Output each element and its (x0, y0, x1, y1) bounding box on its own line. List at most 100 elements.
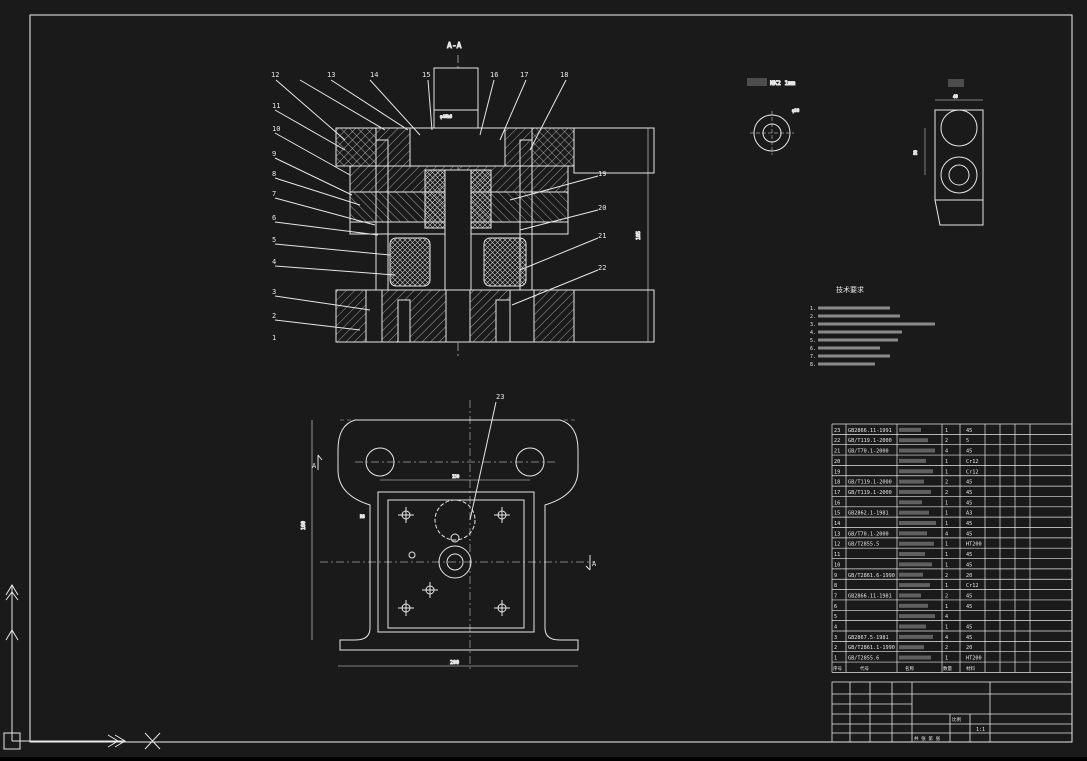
callout-labels: 12 13 14 15 16 17 18 11 10 9 8 7 6 5 4 3… (271, 71, 606, 401)
bom-cell-mat: 45 (966, 490, 972, 496)
callout-3: 3 (272, 288, 276, 296)
bom-header-no: 序号 (833, 665, 842, 672)
callout-21: 21 (598, 232, 606, 240)
bom-cell-no: 13 (834, 531, 840, 537)
bom-header: 序号代号名称数量材料 (833, 665, 975, 672)
bom-cell-qty: 1 (945, 656, 948, 662)
bom-cell-mat: 45 (966, 428, 972, 434)
bom-cell-mat: 45 (966, 552, 972, 558)
bom-cell-no: 8 (834, 583, 837, 589)
bom-cell-no: 17 (834, 490, 840, 496)
callout-4: 4 (272, 258, 276, 266)
bom-cell-code: GB2862.1-1981 (848, 511, 889, 517)
bom-cell-qty: 2 (945, 645, 948, 651)
bom-cell-no: 12 (834, 542, 840, 548)
bom-cell-qty: 1 (945, 459, 948, 465)
callout-15: 15 (422, 71, 430, 79)
bom-cell-qty: 1 (945, 552, 948, 558)
bom-cell-qty: 1 (945, 500, 948, 506)
bom-name-cell (899, 510, 929, 515)
bom-name-cell (899, 427, 921, 432)
bom-name-cell (899, 531, 927, 536)
callout-14: 14 (370, 71, 378, 79)
svg-text:φ40h6: φ40h6 (440, 114, 453, 119)
callout-19: 19 (598, 170, 606, 178)
bom-cell-qty: 1 (945, 562, 948, 568)
tech-req-line: 5. (810, 338, 816, 344)
bom-cell-code: GB/T119.1-2000 (848, 438, 892, 444)
bom-name-cell (899, 438, 928, 443)
bom-cell-no: 22 (834, 438, 840, 444)
title-block (831, 681, 1073, 743)
technical-requirements: 技术要求 1. 2. 3. 4. 5. 6. 7. 8. (810, 285, 935, 368)
svg-text:160: 160 (301, 521, 307, 530)
bom-name-cell (899, 562, 932, 567)
bom-cell-qty: 4 (945, 531, 948, 537)
bom-name-cell (899, 489, 931, 494)
tech-req-line: 2. (810, 314, 816, 320)
bom-cell-code: GB2866.11-1991 (848, 428, 892, 434)
bom-cell-code: GB/T119.1-2000 (848, 480, 892, 486)
sheet-label: 共 张 第 张 (914, 735, 941, 742)
section-mark-right: A (592, 560, 597, 568)
bom-cell-qty: 1 (945, 469, 948, 475)
bom-name-cell (899, 655, 931, 660)
bom-cell-mat: Cr12 (966, 469, 979, 475)
callout-9: 9 (272, 150, 276, 158)
bom-cell-no: 19 (834, 469, 840, 475)
bom-cell-no: 2 (834, 645, 837, 651)
part-detail-view: NK2 1mm φ30 40 50 (747, 78, 984, 226)
bom-cell-qty: 1 (945, 625, 948, 631)
bom-header-qty: 数量 (943, 665, 952, 672)
bom-name-cell (899, 624, 926, 629)
scale-note: NK2 1mm (770, 80, 796, 87)
callout-6: 6 (272, 214, 276, 222)
callout-23: 23 (496, 393, 504, 401)
bom-cell-no: 4 (834, 625, 837, 631)
bom-cell-qty: 1 (945, 583, 948, 589)
bom-name-cell (899, 572, 923, 577)
bom-cell-qty: 1 (945, 604, 948, 610)
bom-cell-code: GB/T2861.1-1990 (848, 645, 895, 651)
callout-7: 7 (272, 190, 276, 198)
bom-name-cell (899, 541, 934, 546)
bom-name-cell (899, 479, 924, 484)
bom-cell-mat: 45 (966, 604, 972, 610)
svg-text:50: 50 (913, 150, 918, 155)
bom-cell-qty: 1 (945, 542, 948, 548)
ucs-icon[interactable] (3, 584, 161, 750)
bom-cell-mat: 45 (966, 480, 972, 486)
bom-cell-mat: 45 (966, 562, 972, 568)
tech-req-line: 8. (810, 362, 816, 368)
bom-name-cell (899, 634, 933, 639)
bom-cell-mat: Cr12 (966, 459, 979, 465)
bom-header-mat: 材料 (966, 665, 975, 672)
scale-label: 比例 (952, 716, 961, 723)
svg-text:R8: R8 (360, 514, 365, 519)
bom-cell-qty: 2 (945, 438, 948, 444)
svg-text:40: 40 (953, 94, 958, 99)
bom-grid (831, 423, 1073, 673)
callout-18: 18 (560, 71, 568, 79)
bom-name-cell (899, 500, 922, 505)
callout-5: 5 (272, 236, 276, 244)
bom-cell-mat: 45 (966, 593, 972, 599)
bom-row: 19 1 Cr12 (834, 469, 979, 475)
svg-text:150: 150 (452, 474, 460, 479)
bom-cell-qty: 4 (945, 614, 948, 620)
